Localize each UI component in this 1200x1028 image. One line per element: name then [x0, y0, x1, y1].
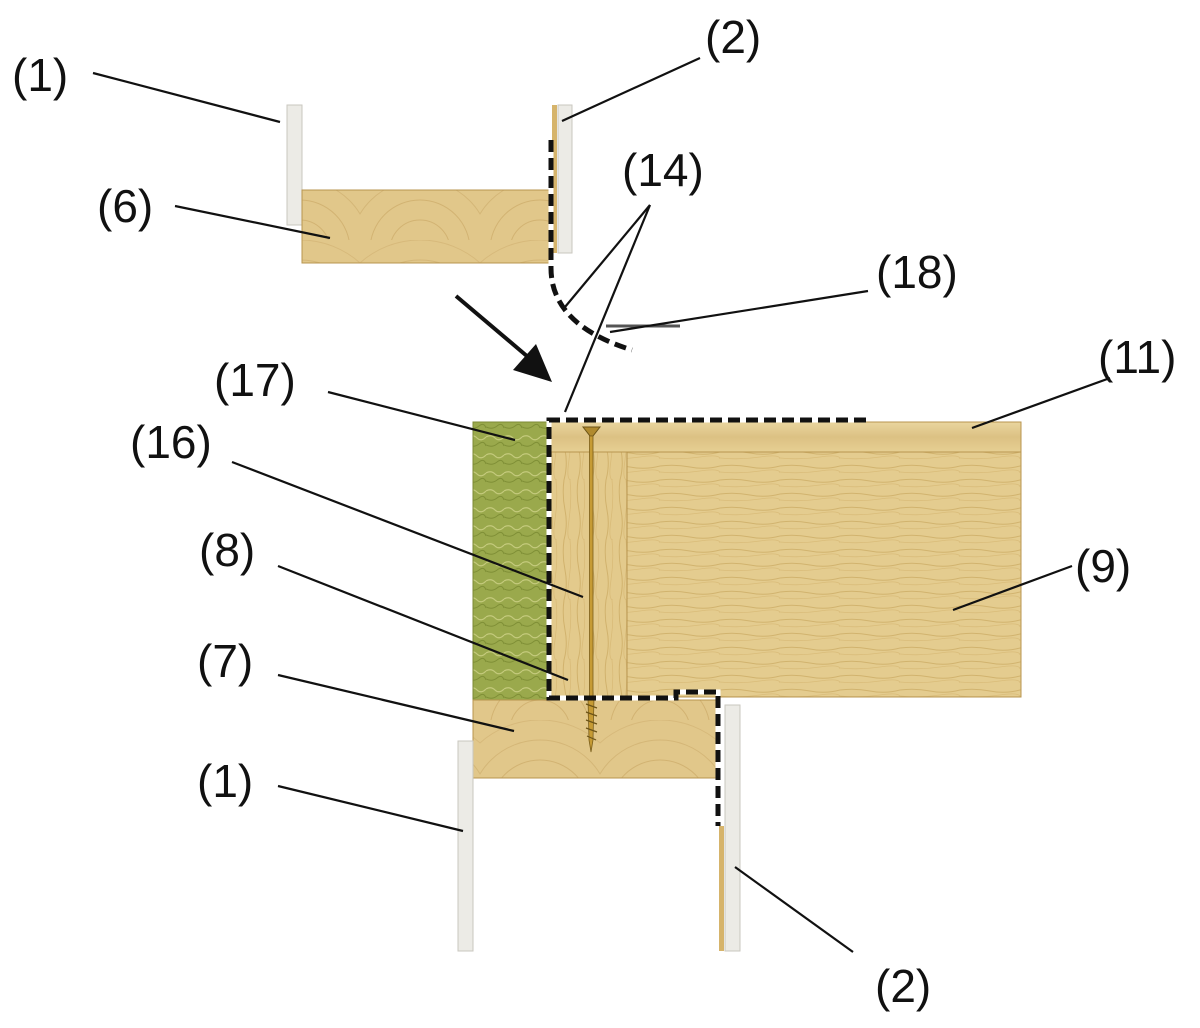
callout-11: (11) — [1098, 331, 1176, 383]
callout-2-top: (2) — [705, 11, 761, 63]
facing-board-lower — [724, 704, 741, 952]
veneer-strip-lower — [719, 826, 724, 951]
callout-8: (8) — [199, 524, 255, 576]
gypsum-board-lower — [457, 740, 474, 952]
leader-7 — [277, 673, 515, 733]
leader-6 — [174, 204, 331, 240]
leader-14-b — [563, 204, 652, 413]
leader-18 — [609, 289, 869, 334]
membrane-upper-black — [548, 140, 633, 353]
callout-7: (7) — [197, 635, 253, 687]
callout-18: (18) — [876, 246, 958, 298]
leader-16 — [231, 460, 584, 599]
leader-11 — [971, 376, 1111, 430]
leader-14-a — [564, 204, 651, 308]
screw-8 — [581, 426, 602, 753]
leader-1-bottom — [277, 784, 464, 833]
callout-9: (9) — [1075, 540, 1131, 592]
timber-slab-9 — [626, 451, 1022, 698]
leader-2-top — [561, 56, 701, 123]
membrane-lower-black — [546, 417, 866, 826]
gypsum-board-upper — [286, 104, 303, 226]
callout-17: (17) — [214, 354, 296, 406]
callout-6: (6) — [97, 180, 153, 232]
arrow-icon — [454, 294, 552, 382]
leader-8 — [277, 564, 569, 682]
timber-board-11 — [547, 421, 1022, 453]
leader-17 — [327, 390, 516, 442]
leader-1-top — [92, 71, 281, 124]
leader-9 — [952, 564, 1073, 612]
callout-16: (16) — [130, 416, 212, 468]
timber-stud-16 — [547, 451, 628, 698]
timber-beam-6 — [301, 189, 553, 264]
mineral-wool-insulation-17 — [472, 421, 548, 701]
callout-14: (14) — [622, 144, 704, 196]
callout-2-bottom: (2) — [875, 960, 931, 1012]
veneer-strip-upper — [552, 105, 557, 253]
leader-2-bottom — [734, 866, 854, 953]
callout-1-bottom: (1) — [197, 755, 253, 807]
callout-1-top: (1) — [12, 49, 68, 101]
facing-board-upper — [557, 104, 573, 254]
